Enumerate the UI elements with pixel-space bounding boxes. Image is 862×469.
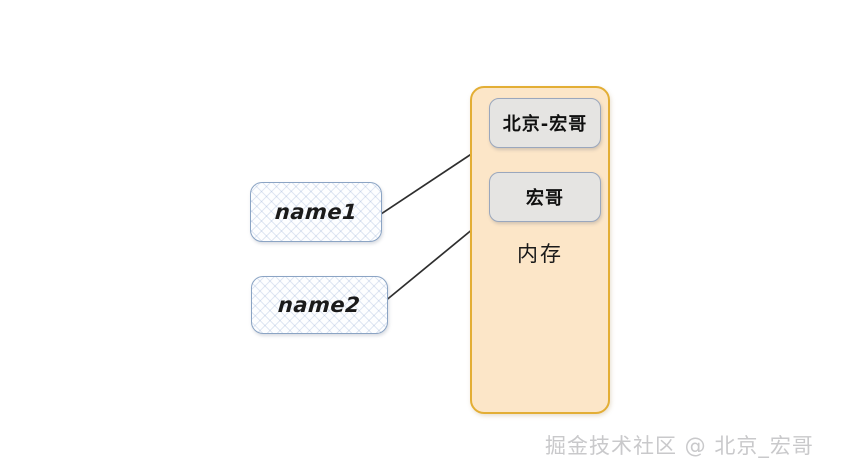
memory-caption: 内存 [517, 242, 563, 266]
memory-slot-label-honge: 宏哥 [526, 188, 564, 209]
variable-label-name2: name2 [277, 293, 362, 317]
variable-box-name1[interactable]: name1 [250, 182, 382, 242]
memory-slot-label-beijing-honge: 北京-宏哥 [502, 114, 588, 135]
variable-label-name1: name1 [273, 200, 359, 224]
memory-slot-honge[interactable]: 宏哥 [489, 172, 601, 222]
variable-box-name2[interactable]: name2 [251, 276, 388, 334]
memory-slot-beijing-honge[interactable]: 北京-宏哥 [489, 98, 601, 148]
watermark-text: 掘金技术社区 @ 北京_宏哥 [545, 434, 814, 458]
arrow-name1-to-beijing-honge [377, 144, 486, 217]
